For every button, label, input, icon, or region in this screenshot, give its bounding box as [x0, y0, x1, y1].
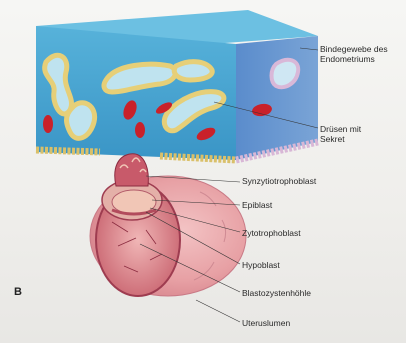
blastocyst	[90, 154, 246, 296]
label-glands-2: Sekret	[320, 134, 345, 144]
vessel	[135, 122, 145, 138]
label-hypoblast: Hypoblast	[242, 260, 280, 270]
label-glands-1: Drüsen mit	[320, 124, 361, 134]
epiblast-layer	[112, 190, 156, 214]
label-connective-tissue-2: Endometriums	[320, 54, 375, 64]
label-cytotrophoblast: Zytotrophoblast	[242, 228, 301, 238]
leader-line	[196, 300, 240, 322]
label-epiblast: Epiblast	[242, 200, 272, 210]
label-blastocyst-cavity: Blastozystenhöhle	[242, 288, 311, 298]
panel-letter: B	[14, 286, 22, 298]
label-syncytiotrophoblast: Synzytiotrophoblast	[242, 176, 316, 186]
label-uterine-lumen: Uteruslumen	[242, 318, 290, 328]
gland	[67, 103, 95, 139]
gland	[174, 62, 212, 80]
vessel	[43, 115, 53, 133]
gland	[272, 60, 299, 87]
label-connective-tissue-1: Bindegewebe des	[320, 44, 388, 54]
